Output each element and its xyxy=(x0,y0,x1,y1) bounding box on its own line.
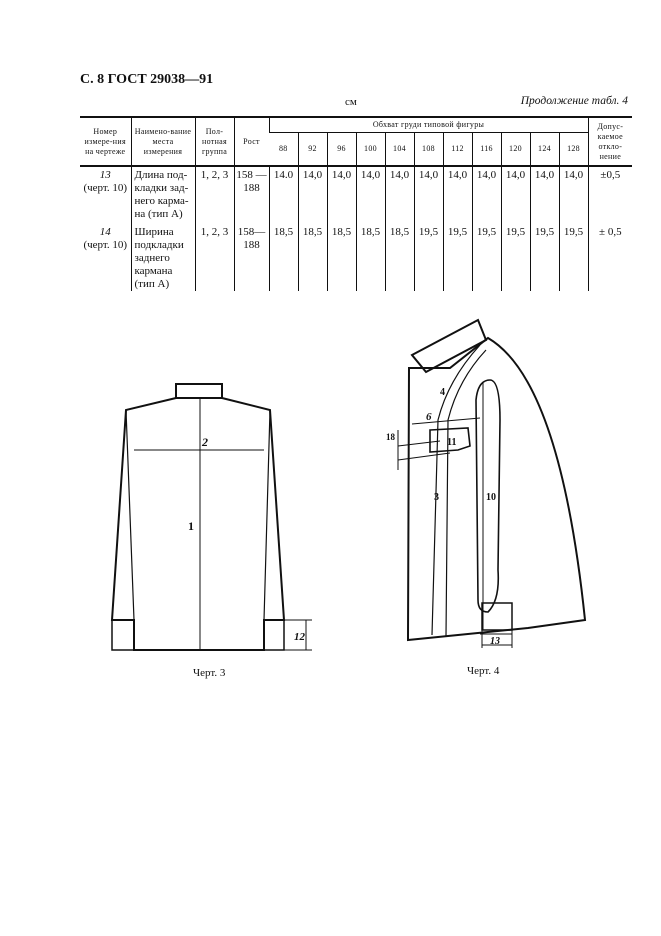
unit-label: см xyxy=(345,96,357,108)
figure-3-jacket-back xyxy=(110,383,312,651)
cell-value: 14,0 xyxy=(413,166,443,224)
cell-value: 19,5 xyxy=(471,224,501,291)
fig4-label-6: 6 xyxy=(426,411,432,423)
chest-size-header: 104 xyxy=(384,132,414,166)
cell-tolerance: ±0,5 xyxy=(587,166,633,224)
cell-value: 19,5 xyxy=(413,224,443,291)
fig3-label-1: 1 xyxy=(188,519,194,533)
chest-size-header: 108 xyxy=(413,132,443,166)
measure-number: 13 xyxy=(99,169,111,181)
fig4-label-13: 13 xyxy=(490,636,500,647)
table-row: 13(черт. 10)Длина под-кладки зад-него ка… xyxy=(80,166,633,224)
chest-size-header: 116 xyxy=(471,132,501,166)
cell-value: 18,5 xyxy=(355,224,385,291)
col-height: Рост xyxy=(233,116,269,166)
col-number: Номер измере-ния на чертеже xyxy=(80,116,131,166)
cell-group: 1, 2, 3 xyxy=(194,166,234,224)
cell-value: 14,0 xyxy=(297,166,327,224)
cell-value: 19,5 xyxy=(442,224,472,291)
fig4-label-18: 18 xyxy=(386,432,396,442)
cell-value: 14,0 xyxy=(558,166,589,224)
measure-ref: (черт. 10) xyxy=(83,239,128,251)
cell-height: 158— 188 xyxy=(233,224,269,291)
cell-height: 158 —188 xyxy=(233,166,269,224)
cell-value: 14,0 xyxy=(471,166,501,224)
chest-size-header: 96 xyxy=(326,132,356,166)
measurements-table: Номер измере-ния на чертеже Наимено-вани… xyxy=(80,116,633,291)
col-group: Пол-нотная группа xyxy=(194,116,234,166)
cell-value: 18,5 xyxy=(268,224,298,291)
figure-3-caption: Черт. 3 xyxy=(193,667,226,679)
fig4-label-4: 4 xyxy=(440,387,445,398)
measure-number-cell: 14(черт. 10) xyxy=(80,224,131,291)
chest-size-header: 120 xyxy=(500,132,530,166)
cell-value: 14,0 xyxy=(529,166,559,224)
fig4-label-3: 3 xyxy=(434,492,439,503)
cell-name: Ширина подкладки заднего кармана (тип А) xyxy=(130,224,195,291)
chest-size-header: 100 xyxy=(355,132,385,166)
measure-number: 14 xyxy=(99,226,111,238)
chest-size-header: 112 xyxy=(442,132,472,166)
cell-value: 14,0 xyxy=(500,166,530,224)
table-continuation: Продолжение табл. 4 xyxy=(520,95,628,107)
table-row: 14(черт. 10)Ширина подкладки заднего кар… xyxy=(80,224,633,291)
col-tolerance: Допус-каемое откло-нение xyxy=(587,116,633,166)
measure-number-cell: 13(черт. 10) xyxy=(80,166,131,224)
fig4-label-11: 11 xyxy=(447,437,456,448)
measure-ref: (черт. 10) xyxy=(83,182,128,194)
fig3-label-2: 2 xyxy=(201,435,208,449)
chest-size-header: 124 xyxy=(529,132,559,166)
cell-value: 19,5 xyxy=(529,224,559,291)
col-chest: Обхват груди типовой фигуры xyxy=(268,116,589,133)
col-name: Наимено-вание места измерения xyxy=(130,116,195,166)
fig4-label-10: 10 xyxy=(486,492,496,503)
cell-name: Длина под-кладки зад-него карма-на (тип … xyxy=(130,166,195,224)
cell-value: 14.0 xyxy=(268,166,298,224)
figure-4-jacket-side xyxy=(397,318,587,648)
cell-value: 14,0 xyxy=(442,166,472,224)
figure-4-caption: Черт. 4 xyxy=(467,665,500,677)
cell-value: 19,5 xyxy=(500,224,530,291)
cell-tolerance: ± 0,5 xyxy=(587,224,633,291)
chest-size-header: 88 xyxy=(269,132,298,166)
chest-size-header: 128 xyxy=(558,132,589,166)
fig3-label-12: 12 xyxy=(294,631,306,643)
cell-value: 14,0 xyxy=(326,166,356,224)
cell-group: 1, 2, 3 xyxy=(194,224,234,291)
page-title: С. 8 ГОСТ 29038—91 xyxy=(80,72,214,87)
cell-value: 18,5 xyxy=(297,224,327,291)
chest-size-header: 92 xyxy=(297,132,327,166)
cell-value: 14,0 xyxy=(384,166,414,224)
cell-value: 14,0 xyxy=(355,166,385,224)
cell-value: 19,5 xyxy=(558,224,589,291)
cell-value: 18,5 xyxy=(384,224,414,291)
cell-value: 18,5 xyxy=(326,224,356,291)
